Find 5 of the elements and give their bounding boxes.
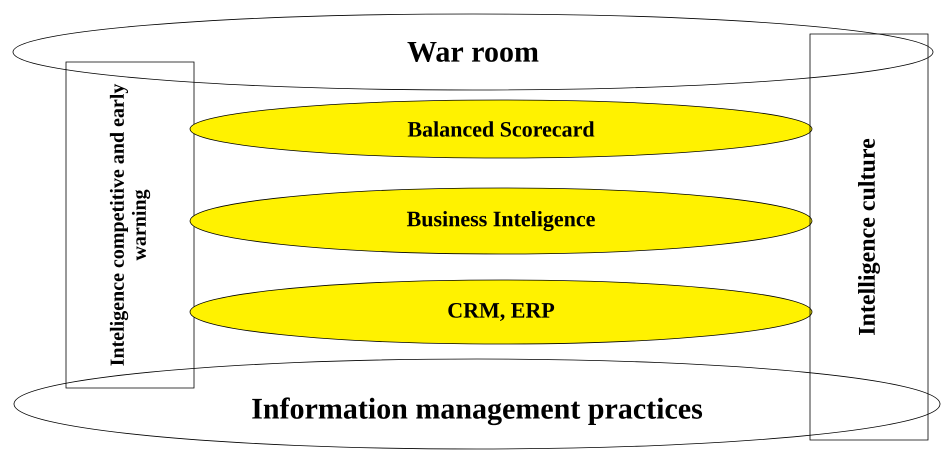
vertical-box: Intelligence culture bbox=[810, 34, 928, 440]
vertical-box: Inteligence competitive and early warning bbox=[66, 62, 194, 388]
ellipse-band: Balanced Scorecard bbox=[190, 100, 812, 158]
ellipse-band: CRM, ERP bbox=[190, 280, 812, 344]
ellipse-band: Business Inteligence bbox=[190, 188, 812, 254]
